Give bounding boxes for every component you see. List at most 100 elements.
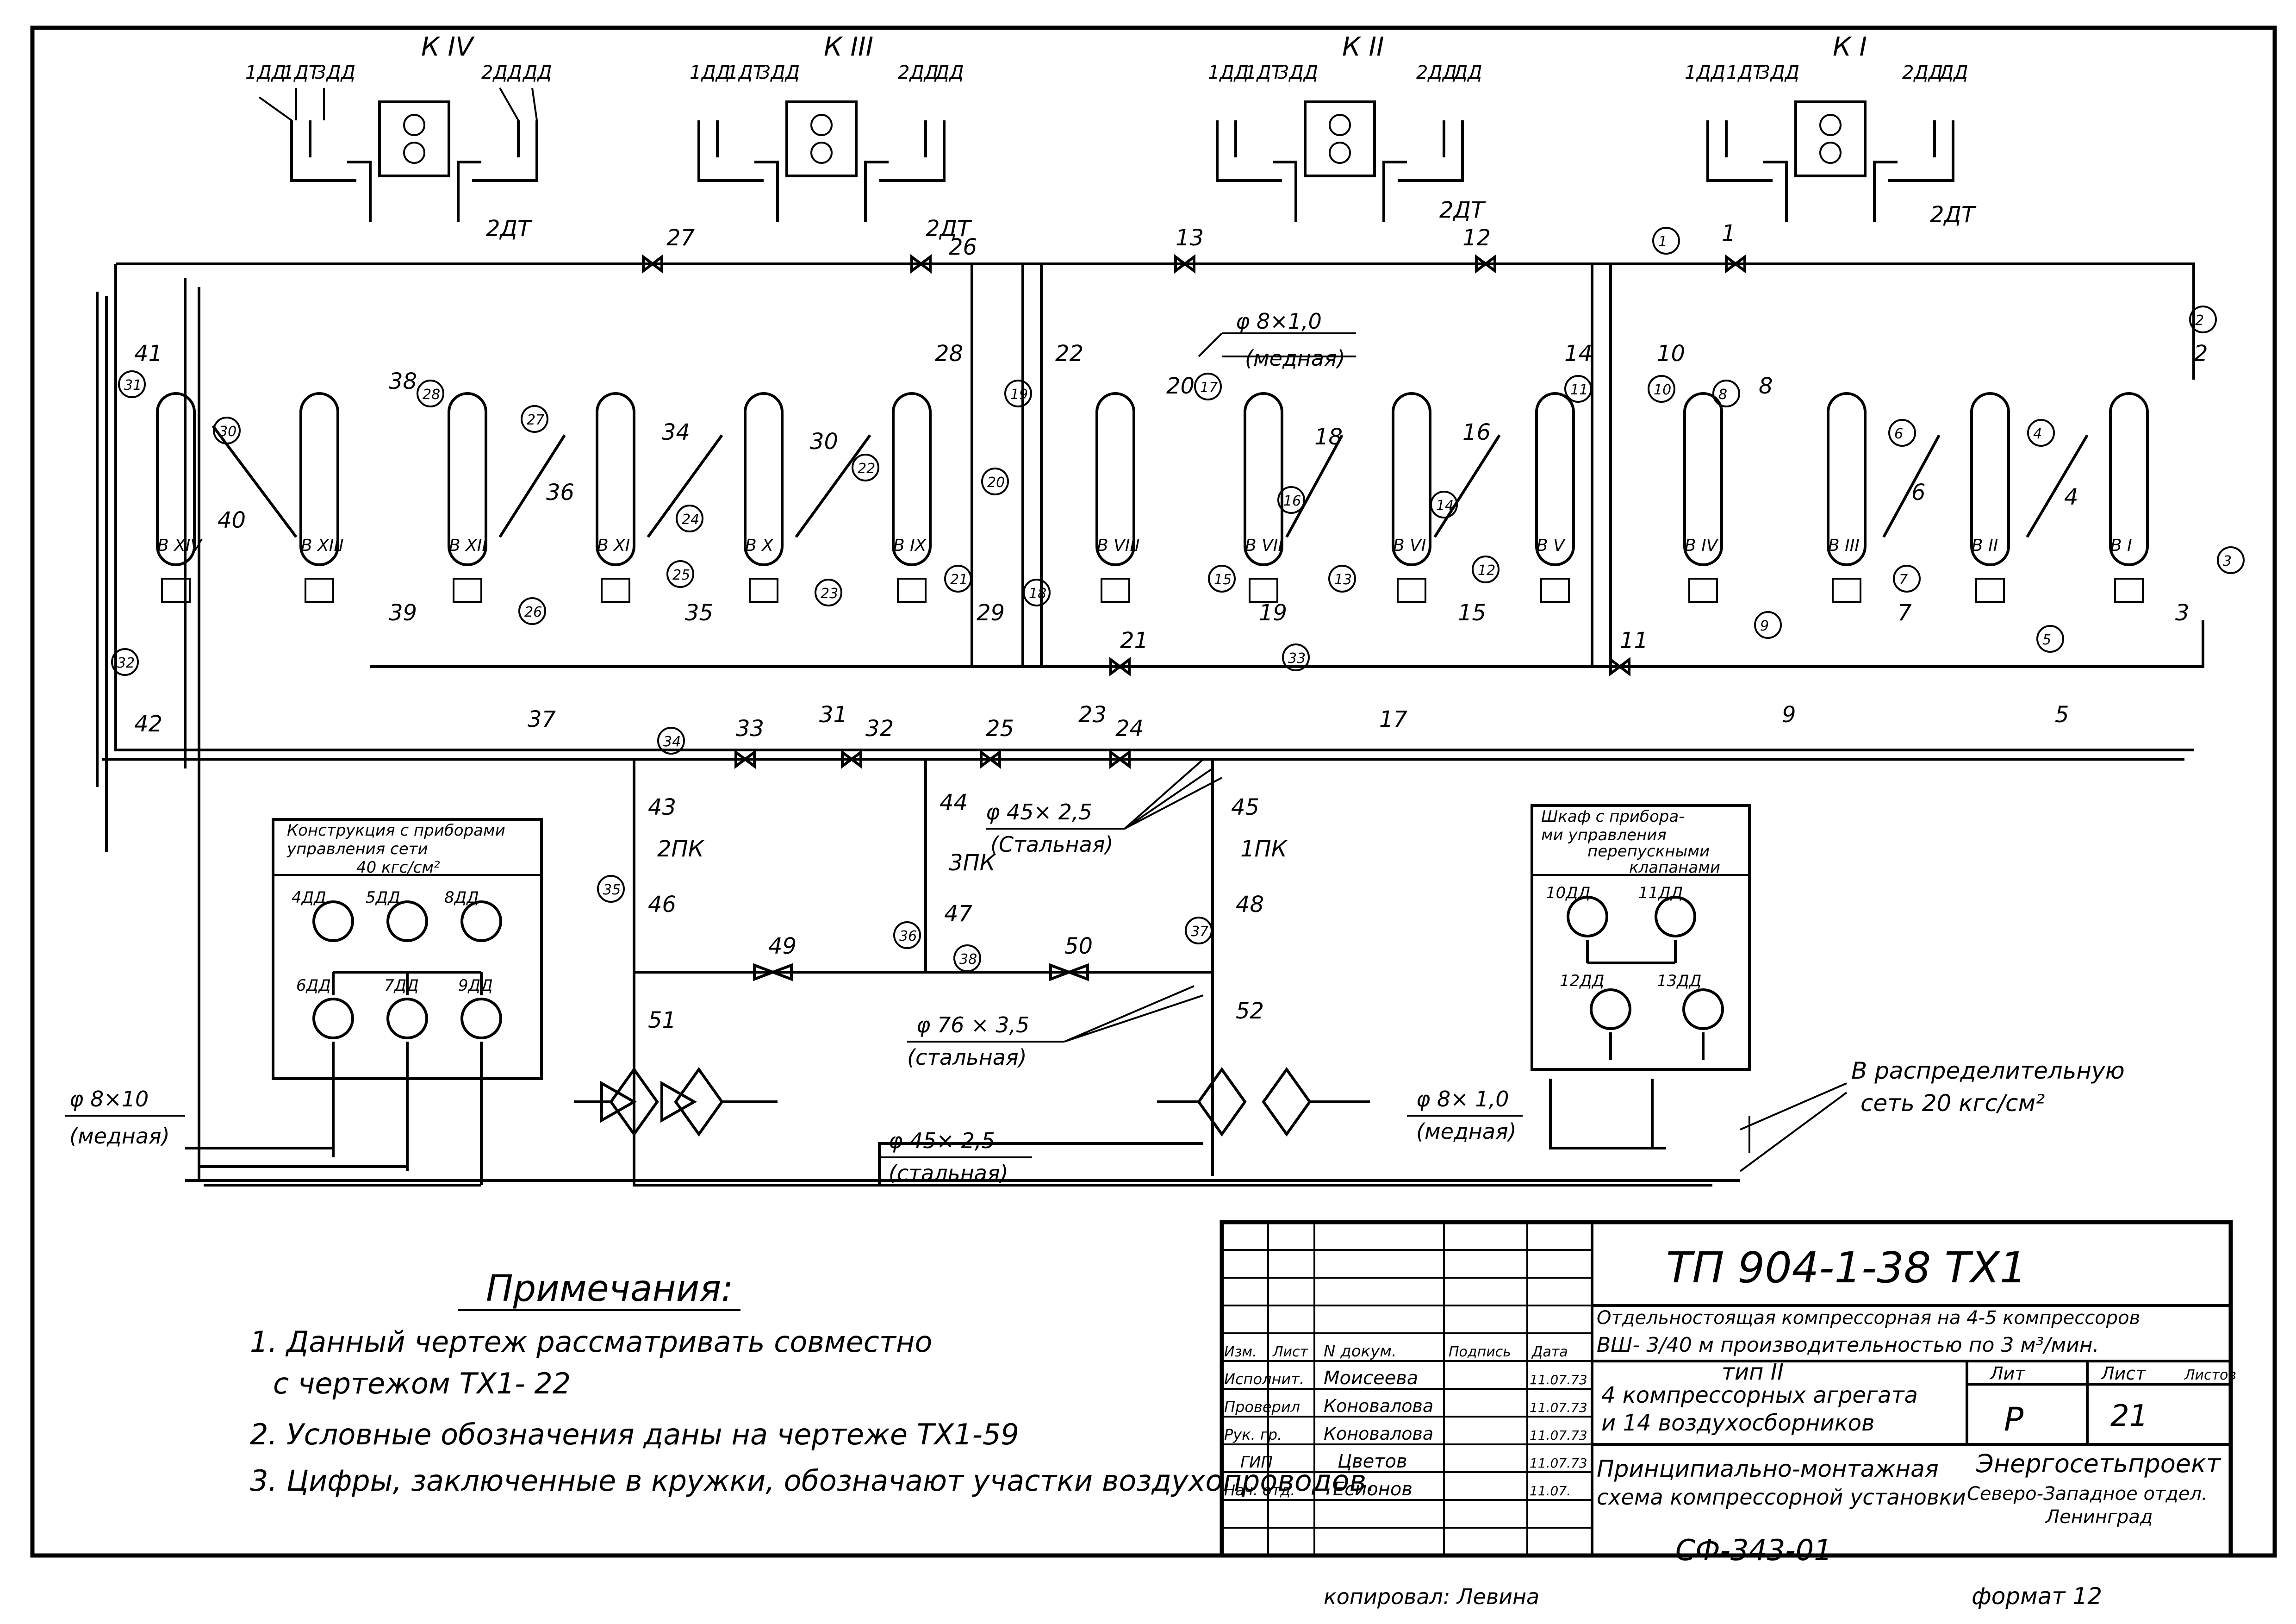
notes: Примечания: 1. Данный чертеж рассматрива… — [250, 1268, 1375, 1498]
gauge-label: ДД — [522, 62, 552, 83]
valve-label: 21 — [1120, 628, 1148, 654]
valve-label: 47 — [944, 901, 973, 927]
project-composition: 4 компрессорных агрегата — [1601, 1382, 1918, 1408]
gauge-label: 1ДТ — [1726, 62, 1766, 83]
stamp-date: 11.07.73 — [1530, 1400, 1587, 1415]
valve-label: 11 — [1620, 628, 1648, 654]
pipe-spec-note: (медная) — [69, 1124, 170, 1149]
archive-number: СФ-343-01 — [1675, 1533, 1832, 1567]
lit-value: Р — [2004, 1400, 2024, 1438]
pipe-spec: φ 8×1,0 — [1236, 309, 1322, 334]
gauge-label: 1ДД — [690, 62, 730, 83]
column-header: Лит — [1989, 1363, 2026, 1384]
valve-label: 32 — [865, 716, 894, 742]
receiver-label: В XIV — [157, 536, 203, 555]
receiver: В IV — [1683, 392, 1723, 603]
pipe-spec-note: (стальная) — [889, 1161, 1008, 1186]
receiver: В III — [1827, 392, 1867, 603]
valve-label: 5 — [2055, 702, 2069, 728]
receiver: В I — [2109, 392, 2149, 603]
valve-label: 1ПК — [1240, 836, 1288, 862]
pipe-spec: φ 8× 1,0 — [1416, 1087, 1509, 1112]
section-number: 6 — [1894, 426, 1903, 442]
valve-label: 24 — [1115, 716, 1144, 742]
valve-label: 33 — [736, 716, 764, 742]
section-number: 11 — [1570, 382, 1588, 398]
valve-symbols — [642, 254, 1746, 981]
receiver: В VI — [1392, 392, 1431, 603]
receiver-label: В V — [1537, 536, 1566, 555]
stamp-header: Изм. — [1224, 1344, 1257, 1360]
section-number: 12 — [1478, 562, 1495, 579]
valve-label: 45 — [1231, 794, 1259, 820]
doc-code: ТП 904-1-38 ТХ1 — [1666, 1243, 2027, 1293]
note-line: 1. Данный чертеж рассматривать совместно — [250, 1325, 932, 1359]
valve-label: 46 — [648, 892, 676, 918]
valve-label: 42 — [134, 711, 162, 737]
compressor-k2: К II 1ДД 1ДТ 3ДД 2ДД ДД 2ДТ — [1208, 32, 1486, 223]
valve-label: 37 — [528, 706, 556, 732]
valve-label: 2 — [2194, 341, 2208, 367]
section-number: 17 — [1200, 380, 1218, 396]
valve-label: 4 — [2064, 484, 2078, 510]
receiver-label: В XI — [597, 536, 630, 555]
receiver-label: В XIII — [301, 536, 344, 555]
valve-label: 8 — [1759, 373, 1773, 399]
gauge-label: 1ДТ — [282, 62, 322, 83]
section-number: 24 — [682, 512, 699, 528]
pipe-spec: φ 45× 2,5 — [889, 1128, 995, 1153]
gauge-label: 2ДД — [898, 62, 939, 83]
project-type: тип II — [1722, 1359, 1784, 1385]
receiver: В X — [744, 392, 784, 603]
gauge-label: 1ДД — [1685, 62, 1725, 83]
section-number: 4 — [2033, 426, 2042, 442]
section-number: 25 — [672, 567, 690, 583]
pipe-spec: φ 45× 2,5 — [986, 800, 1092, 824]
valve-label: 49 — [768, 933, 796, 959]
section-number: 20 — [987, 475, 1005, 491]
receiver-label: В I — [2110, 536, 2132, 555]
valve-label: 36 — [546, 480, 574, 506]
section-number: 15 — [1214, 572, 1232, 588]
destination-label: В распределительную — [1851, 1057, 2125, 1084]
column-header: Лист — [2100, 1363, 2147, 1384]
stamp-header: Подпись — [1449, 1344, 1511, 1360]
pipe-spec-note: (медная) — [1416, 1119, 1517, 1144]
stamp-role: Нач. отд. — [1224, 1481, 1295, 1499]
receiver: В XII — [448, 392, 487, 603]
compressor-k1: К I 1ДД 1ДТ 3ДД 2ДД ДД 2ДТ — [1685, 32, 1977, 228]
valve-label: 17 — [1379, 706, 1408, 732]
receiver: В VII — [1244, 392, 1283, 603]
section-number: 9 — [1760, 618, 1769, 634]
valve-label: 22 — [1055, 341, 1083, 367]
compressor-tag: 2ДТ — [926, 216, 972, 242]
gauge-label: 2ДД — [1416, 62, 1457, 83]
receiver-label: В IX — [893, 536, 927, 555]
gauge-label: 5ДД — [366, 888, 400, 907]
valve-label: 1 — [1722, 220, 1736, 246]
panel-title: Конструкция с приборами — [287, 821, 505, 840]
gauge-label: 4ДД — [292, 888, 326, 907]
panel-title: управления сети — [286, 840, 428, 858]
panel-title: ми управления — [1541, 826, 1667, 844]
gauge-label: 7ДД — [384, 976, 419, 995]
note-line: 2. Условные обозначения даны на чертеже … — [250, 1418, 1019, 1451]
valve-label: 10 — [1657, 341, 1685, 367]
stamp-name: Коновалова — [1324, 1424, 1433, 1444]
section-number: 21 — [950, 572, 968, 588]
valve-label: 38 — [389, 369, 417, 394]
compressor-label: К IV — [421, 32, 475, 62]
gauge-label: 9ДД — [458, 976, 493, 995]
organization: Энергосетьпроект — [1976, 1449, 2221, 1478]
drawing-frame — [30, 25, 2277, 1558]
valve-label: 28 — [935, 341, 963, 367]
receiver-label: В XII — [449, 536, 487, 555]
compressor-tag: 2ДТ — [1930, 202, 1977, 228]
section-number: 32 — [117, 655, 135, 671]
stamp-name: Есионов — [1333, 1479, 1412, 1500]
section-number: 13 — [1334, 572, 1352, 588]
section-number: 7 — [1899, 572, 1908, 588]
valve-label: 12 — [1462, 225, 1491, 251]
section-number: 18 — [1029, 586, 1046, 602]
valve-label: 2ПК — [657, 836, 705, 862]
